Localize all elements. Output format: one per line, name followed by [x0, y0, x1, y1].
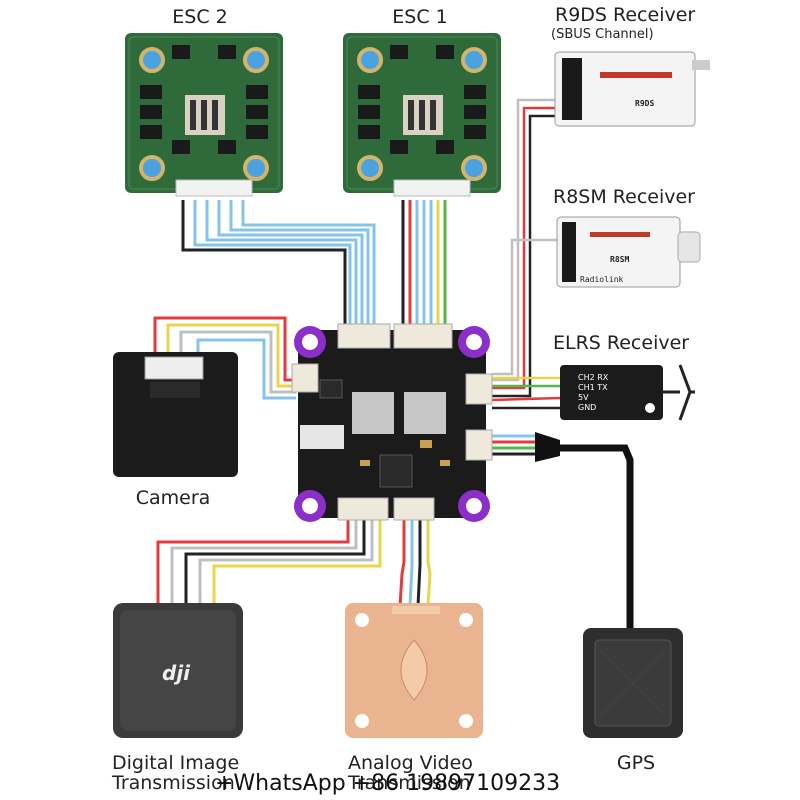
r9ds-device-mark: R9DS — [635, 99, 654, 108]
elrs-pin-gnd: GND — [578, 403, 596, 412]
esc1-label: ESC 1 — [392, 6, 448, 28]
r8sm-device-mark: R8SM — [610, 255, 629, 264]
elrs-receiver: CH2 RX CH1 TX 5V GND — [560, 364, 695, 421]
receiver-wires — [491, 98, 561, 410]
elrs-pin-ch1tx: CH1 TX — [578, 383, 608, 392]
esc2-wires — [181, 200, 376, 325]
analog-vtx-wires — [398, 520, 432, 607]
flight-controller — [291, 323, 493, 522]
r9ds-sublabel: (SBUS Channel) — [551, 27, 654, 42]
digital-vtx-label-line2: Transmission — [112, 772, 235, 794]
analog-vtx-label-line2: Transmission — [348, 772, 471, 794]
dji-logo: dji — [162, 661, 191, 685]
gps-connector — [535, 432, 560, 462]
watermark-text: +WhatsApp +86 19897109233 — [215, 771, 561, 796]
r8sm-label: R8SM Receiver — [553, 186, 695, 208]
elrs-pin-ch2rx: CH2 RX — [578, 373, 609, 382]
esc1-wires — [401, 200, 447, 325]
analog-vtx-unit — [345, 603, 483, 738]
camera-module — [113, 352, 238, 477]
camera-wires — [153, 316, 296, 400]
r9ds-receiver: R9DS — [554, 51, 710, 127]
analog-vtx-label-line1: Analog Video — [348, 752, 473, 774]
esc1-board — [343, 33, 501, 197]
r9ds-label: R9DS Receiver — [555, 4, 696, 26]
r8sm-receiver: R8SM Radiolink — [556, 216, 701, 288]
gps-label: GPS — [616, 752, 656, 774]
digital-vtx-label-line1: Digital Image — [112, 752, 240, 774]
elrs-label: ELRS Receiver — [553, 332, 690, 354]
digital-vtx-wires — [156, 520, 382, 606]
gps-module — [583, 628, 683, 738]
esc2-label: ESC 2 — [172, 6, 228, 28]
camera-label: Camera — [135, 487, 211, 509]
elrs-pin-5v: 5V — [578, 393, 589, 402]
r8sm-brand-mark: Radiolink — [580, 275, 624, 284]
esc2-board — [125, 33, 283, 197]
digital-vtx-unit: dji — [113, 603, 243, 738]
gps-wires — [492, 434, 634, 640]
